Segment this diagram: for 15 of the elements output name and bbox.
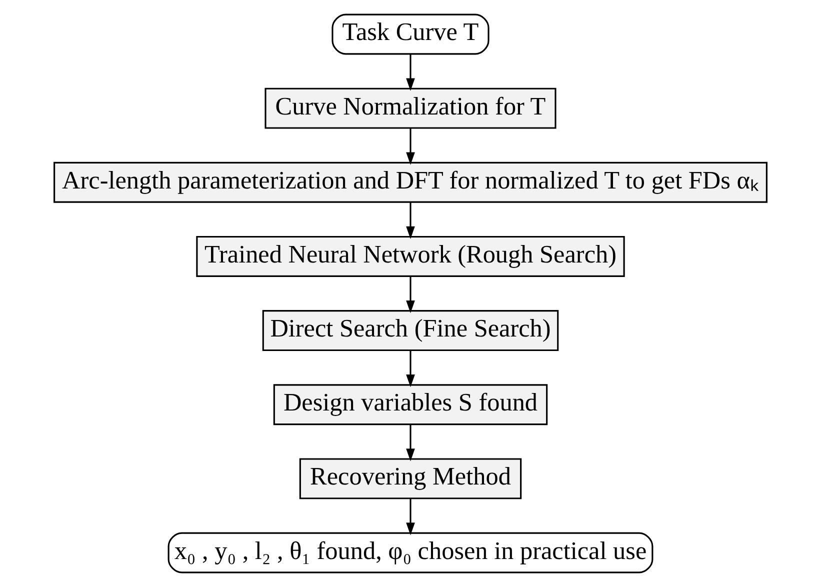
arrow — [406, 54, 415, 91]
arrow — [406, 128, 415, 165]
node-box: Curve Normalization for T — [264, 88, 556, 129]
node-box: Direct Search (Fine Search) — [262, 310, 559, 352]
arrow — [406, 498, 415, 536]
arrow — [406, 276, 415, 314]
node-box: Recovering Method — [299, 458, 522, 500]
node-box: Design variables S found — [273, 384, 548, 426]
node-box: Arc-length parameterization and DFT for normalized T to get FDs αₖ — [54, 162, 768, 203]
arrow — [406, 202, 415, 239]
node-box: x₀ , y₀ , l₂ , θ₁ found, φ₀ chosen in practical use — [168, 532, 654, 574]
arrow — [406, 350, 415, 388]
node-box: Trained Neural Network (Rough Search) — [196, 236, 625, 277]
arrow — [406, 424, 415, 462]
node-box: Task Curve T — [332, 14, 490, 55]
